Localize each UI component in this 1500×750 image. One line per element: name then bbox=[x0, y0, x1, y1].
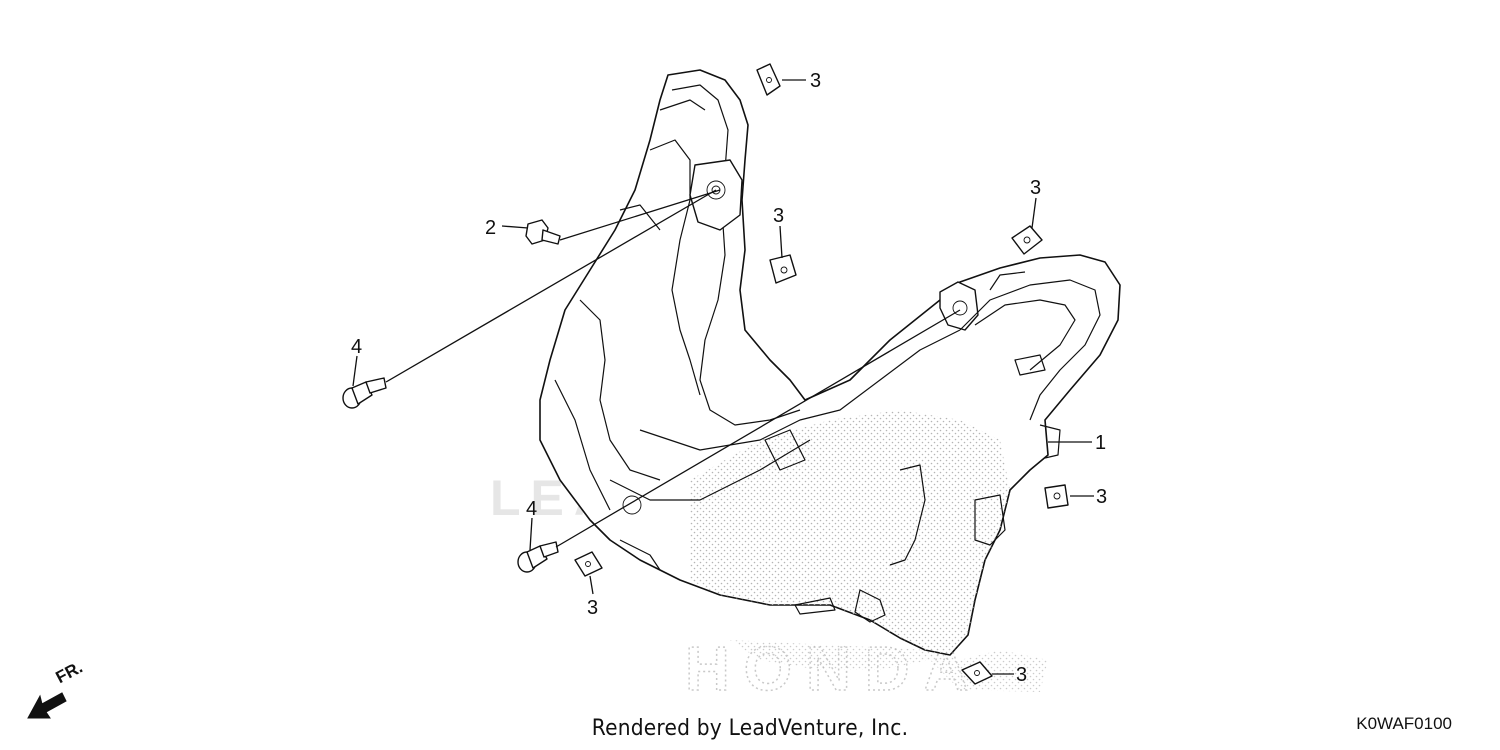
callout-2: 2 bbox=[485, 217, 496, 239]
callout-3-right-middle: 3 bbox=[1096, 486, 1107, 508]
leader-lines bbox=[352, 79, 1094, 675]
callout-3-top: 3 bbox=[810, 70, 821, 92]
bolt-part-4-upper[interactable] bbox=[342, 377, 387, 409]
callout-3-lower-left: 3 bbox=[587, 597, 598, 619]
callout-3-right-upper: 3 bbox=[1030, 177, 1041, 199]
front-direction-arrow-icon bbox=[27, 692, 67, 719]
callout-4-upper: 4 bbox=[351, 336, 362, 358]
callout-3-center: 3 bbox=[773, 205, 784, 227]
callout-4-lower: 4 bbox=[526, 498, 537, 520]
clip-nut-3-top[interactable] bbox=[756, 63, 781, 96]
clip-nut-3-right-upper[interactable] bbox=[1011, 225, 1043, 255]
clip-nut-3-right-middle[interactable] bbox=[1044, 484, 1069, 509]
clip-nut-3-center[interactable] bbox=[769, 254, 797, 284]
callout-1: 1 bbox=[1095, 432, 1106, 454]
diagram-code: K0WAF0100 bbox=[1356, 714, 1452, 733]
screw-part-2[interactable] bbox=[525, 219, 561, 245]
callout-3-bottom: 3 bbox=[1016, 664, 1027, 686]
clip-nut-3-bottom[interactable] bbox=[961, 661, 993, 685]
clip-nut-3-lower-left[interactable] bbox=[574, 551, 603, 577]
bolt-part-4-lower[interactable] bbox=[517, 541, 559, 573]
headlight-housing[interactable] bbox=[539, 69, 1121, 692]
footer-credit: Rendered by LeadVenture, Inc. bbox=[591, 716, 909, 741]
